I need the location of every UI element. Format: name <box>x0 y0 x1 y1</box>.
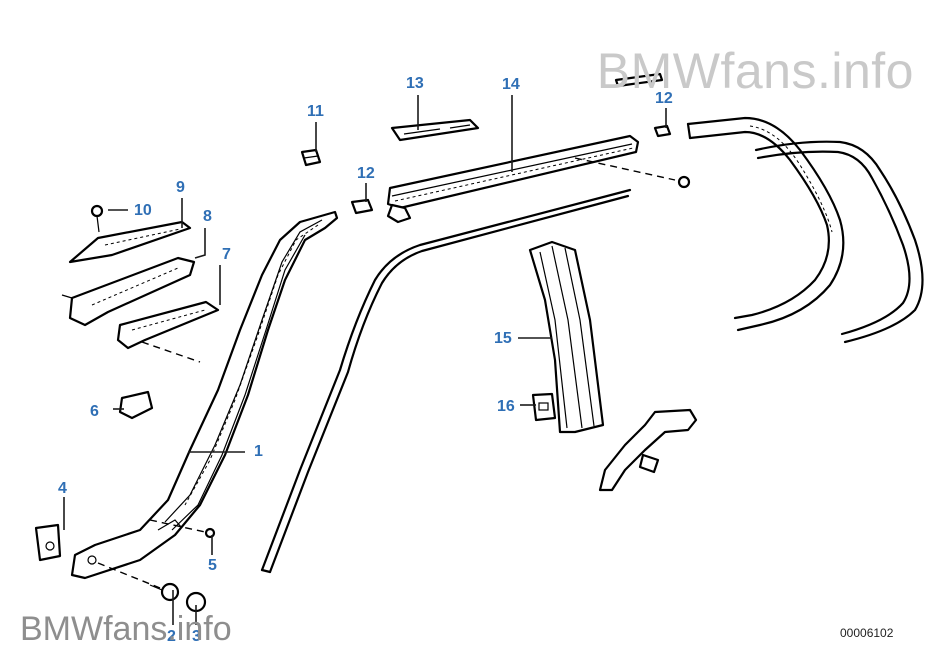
guide-line-14 <box>574 157 691 189</box>
callout-10: 10 <box>134 202 152 219</box>
callout-12-right: 12 <box>655 90 673 107</box>
part-10-screw[interactable] <box>90 204 104 233</box>
callout-7: 7 <box>222 246 231 263</box>
watermark-top: BMWfans.info <box>596 43 914 99</box>
callout-11: 11 <box>307 103 324 120</box>
part-11-clip[interactable] <box>300 148 322 167</box>
part-9-sill-strip[interactable] <box>68 220 192 264</box>
callout-8: 8 <box>203 208 212 225</box>
part-12-clip-right[interactable] <box>653 124 672 138</box>
callout-9: 9 <box>176 179 185 196</box>
callout-12-left: 12 <box>357 165 375 182</box>
part-8-trim-piece[interactable] <box>61 256 196 327</box>
part-15-b-pillar-trim[interactable] <box>528 240 605 434</box>
part-4-clip[interactable] <box>34 523 62 562</box>
callout-5: 5 <box>208 557 217 574</box>
callout-3: 3 <box>192 628 201 645</box>
leader-lines <box>63 95 667 625</box>
rear-window-seal[interactable] <box>754 140 924 344</box>
part-14-roof-molding[interactable] <box>386 134 640 224</box>
callout-14: 14 <box>502 76 520 93</box>
part-12-strip-top[interactable] <box>614 72 664 88</box>
part-6-clip[interactable] <box>118 390 154 420</box>
callout-16: 16 <box>497 398 515 415</box>
part-16-block[interactable] <box>531 392 557 422</box>
rear-window-frame[interactable] <box>686 116 845 332</box>
part-5-screw[interactable] <box>149 519 216 539</box>
callout-1: 1 <box>254 443 263 460</box>
callout-13: 13 <box>406 75 424 92</box>
part-7-cover[interactable] <box>116 300 220 363</box>
callout-15: 15 <box>494 330 512 347</box>
part-12-clip-left[interactable] <box>350 198 374 215</box>
watermark-bottom: BMWfans.info <box>20 610 232 648</box>
callout-6: 6 <box>90 403 99 420</box>
trim-handle[interactable] <box>598 408 698 492</box>
roof-channel-strip[interactable] <box>260 188 632 574</box>
part-13-clip-strip[interactable] <box>390 118 480 142</box>
callout-2: 2 <box>167 628 176 645</box>
callout-4: 4 <box>58 480 67 497</box>
part-2-screw[interactable] <box>149 582 180 602</box>
diagram-code: 00006102 <box>840 626 894 640</box>
part-1-a-pillar-trim[interactable] <box>70 210 339 580</box>
